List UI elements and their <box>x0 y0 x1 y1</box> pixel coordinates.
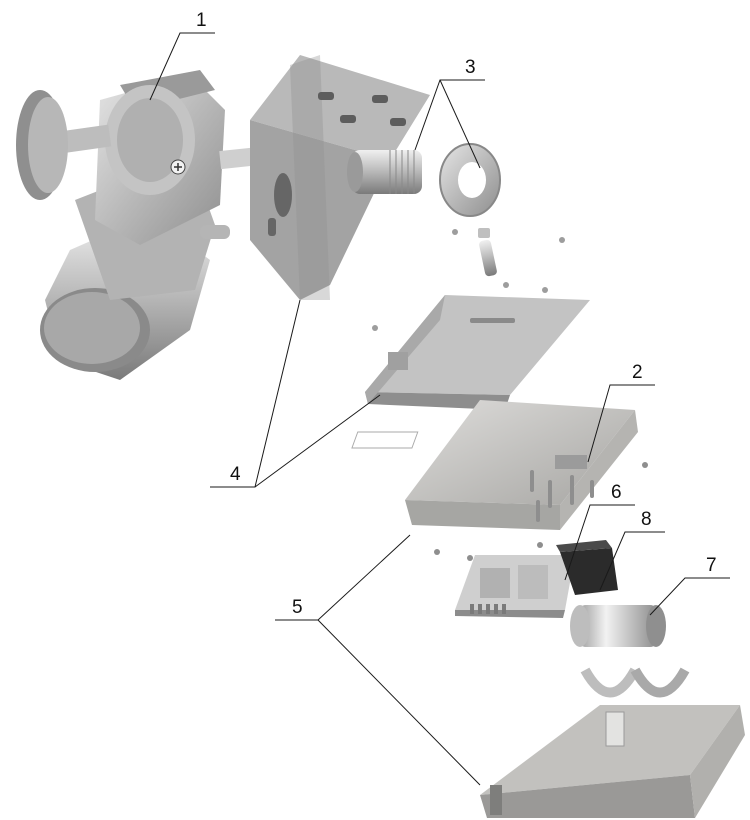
callout-2: 2 <box>632 362 643 383</box>
screws-upper <box>372 228 565 331</box>
callout-1: 1 <box>196 10 207 31</box>
callout-8: 8 <box>641 509 652 530</box>
magnet-part <box>570 605 666 647</box>
callout-labels: 1 2 3 4 5 6 7 8 <box>196 10 717 618</box>
circuit-board-part <box>455 555 575 618</box>
screws-middle <box>434 462 648 561</box>
base-housing-part <box>480 705 745 818</box>
black-module-part <box>556 540 618 595</box>
callout-5: 5 <box>292 597 303 618</box>
callout-4: 4 <box>230 464 241 485</box>
gear-motor-part <box>16 70 281 380</box>
sensor-tray-part <box>365 295 590 410</box>
clip-part <box>580 667 690 698</box>
housing-lid-part <box>351 400 638 530</box>
leader-lines <box>149 32 730 786</box>
callout-3: 3 <box>465 57 476 78</box>
callout-7: 7 <box>706 555 717 576</box>
callout-6: 6 <box>611 482 622 503</box>
threaded-fitting-part <box>347 150 422 194</box>
mounting-bracket-part <box>250 55 430 300</box>
lock-nut-part <box>439 143 501 217</box>
